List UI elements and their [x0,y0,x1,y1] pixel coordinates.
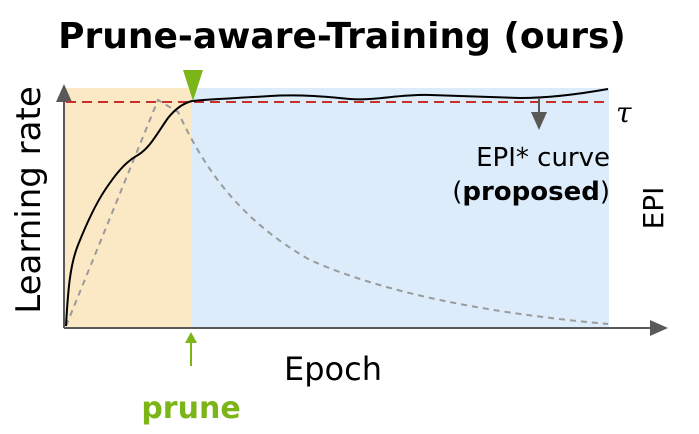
up-arrow-head [185,332,197,343]
post-prune-region [191,88,609,328]
curve-label-close: ) [600,177,610,207]
prune-label: prune [141,391,240,426]
down-triangle-icon [183,70,203,101]
curve-label-line2: (proposed) [452,177,610,207]
curve-label-open: ( [452,177,462,207]
right-axis-label: EPI [637,187,670,230]
lr-schedule-curve [65,98,609,327]
x-axis-label: Epoch [284,350,382,388]
epi-curve [65,88,609,327]
title: Prune-aware-Training (ours) [58,16,626,57]
y-axis-label: Learning rate [9,86,49,313]
warmup-region [64,88,191,328]
curve-label-line1: EPI* curve [476,143,610,173]
curve-label-bold: proposed [462,177,600,207]
threshold-label: τ [616,96,632,129]
